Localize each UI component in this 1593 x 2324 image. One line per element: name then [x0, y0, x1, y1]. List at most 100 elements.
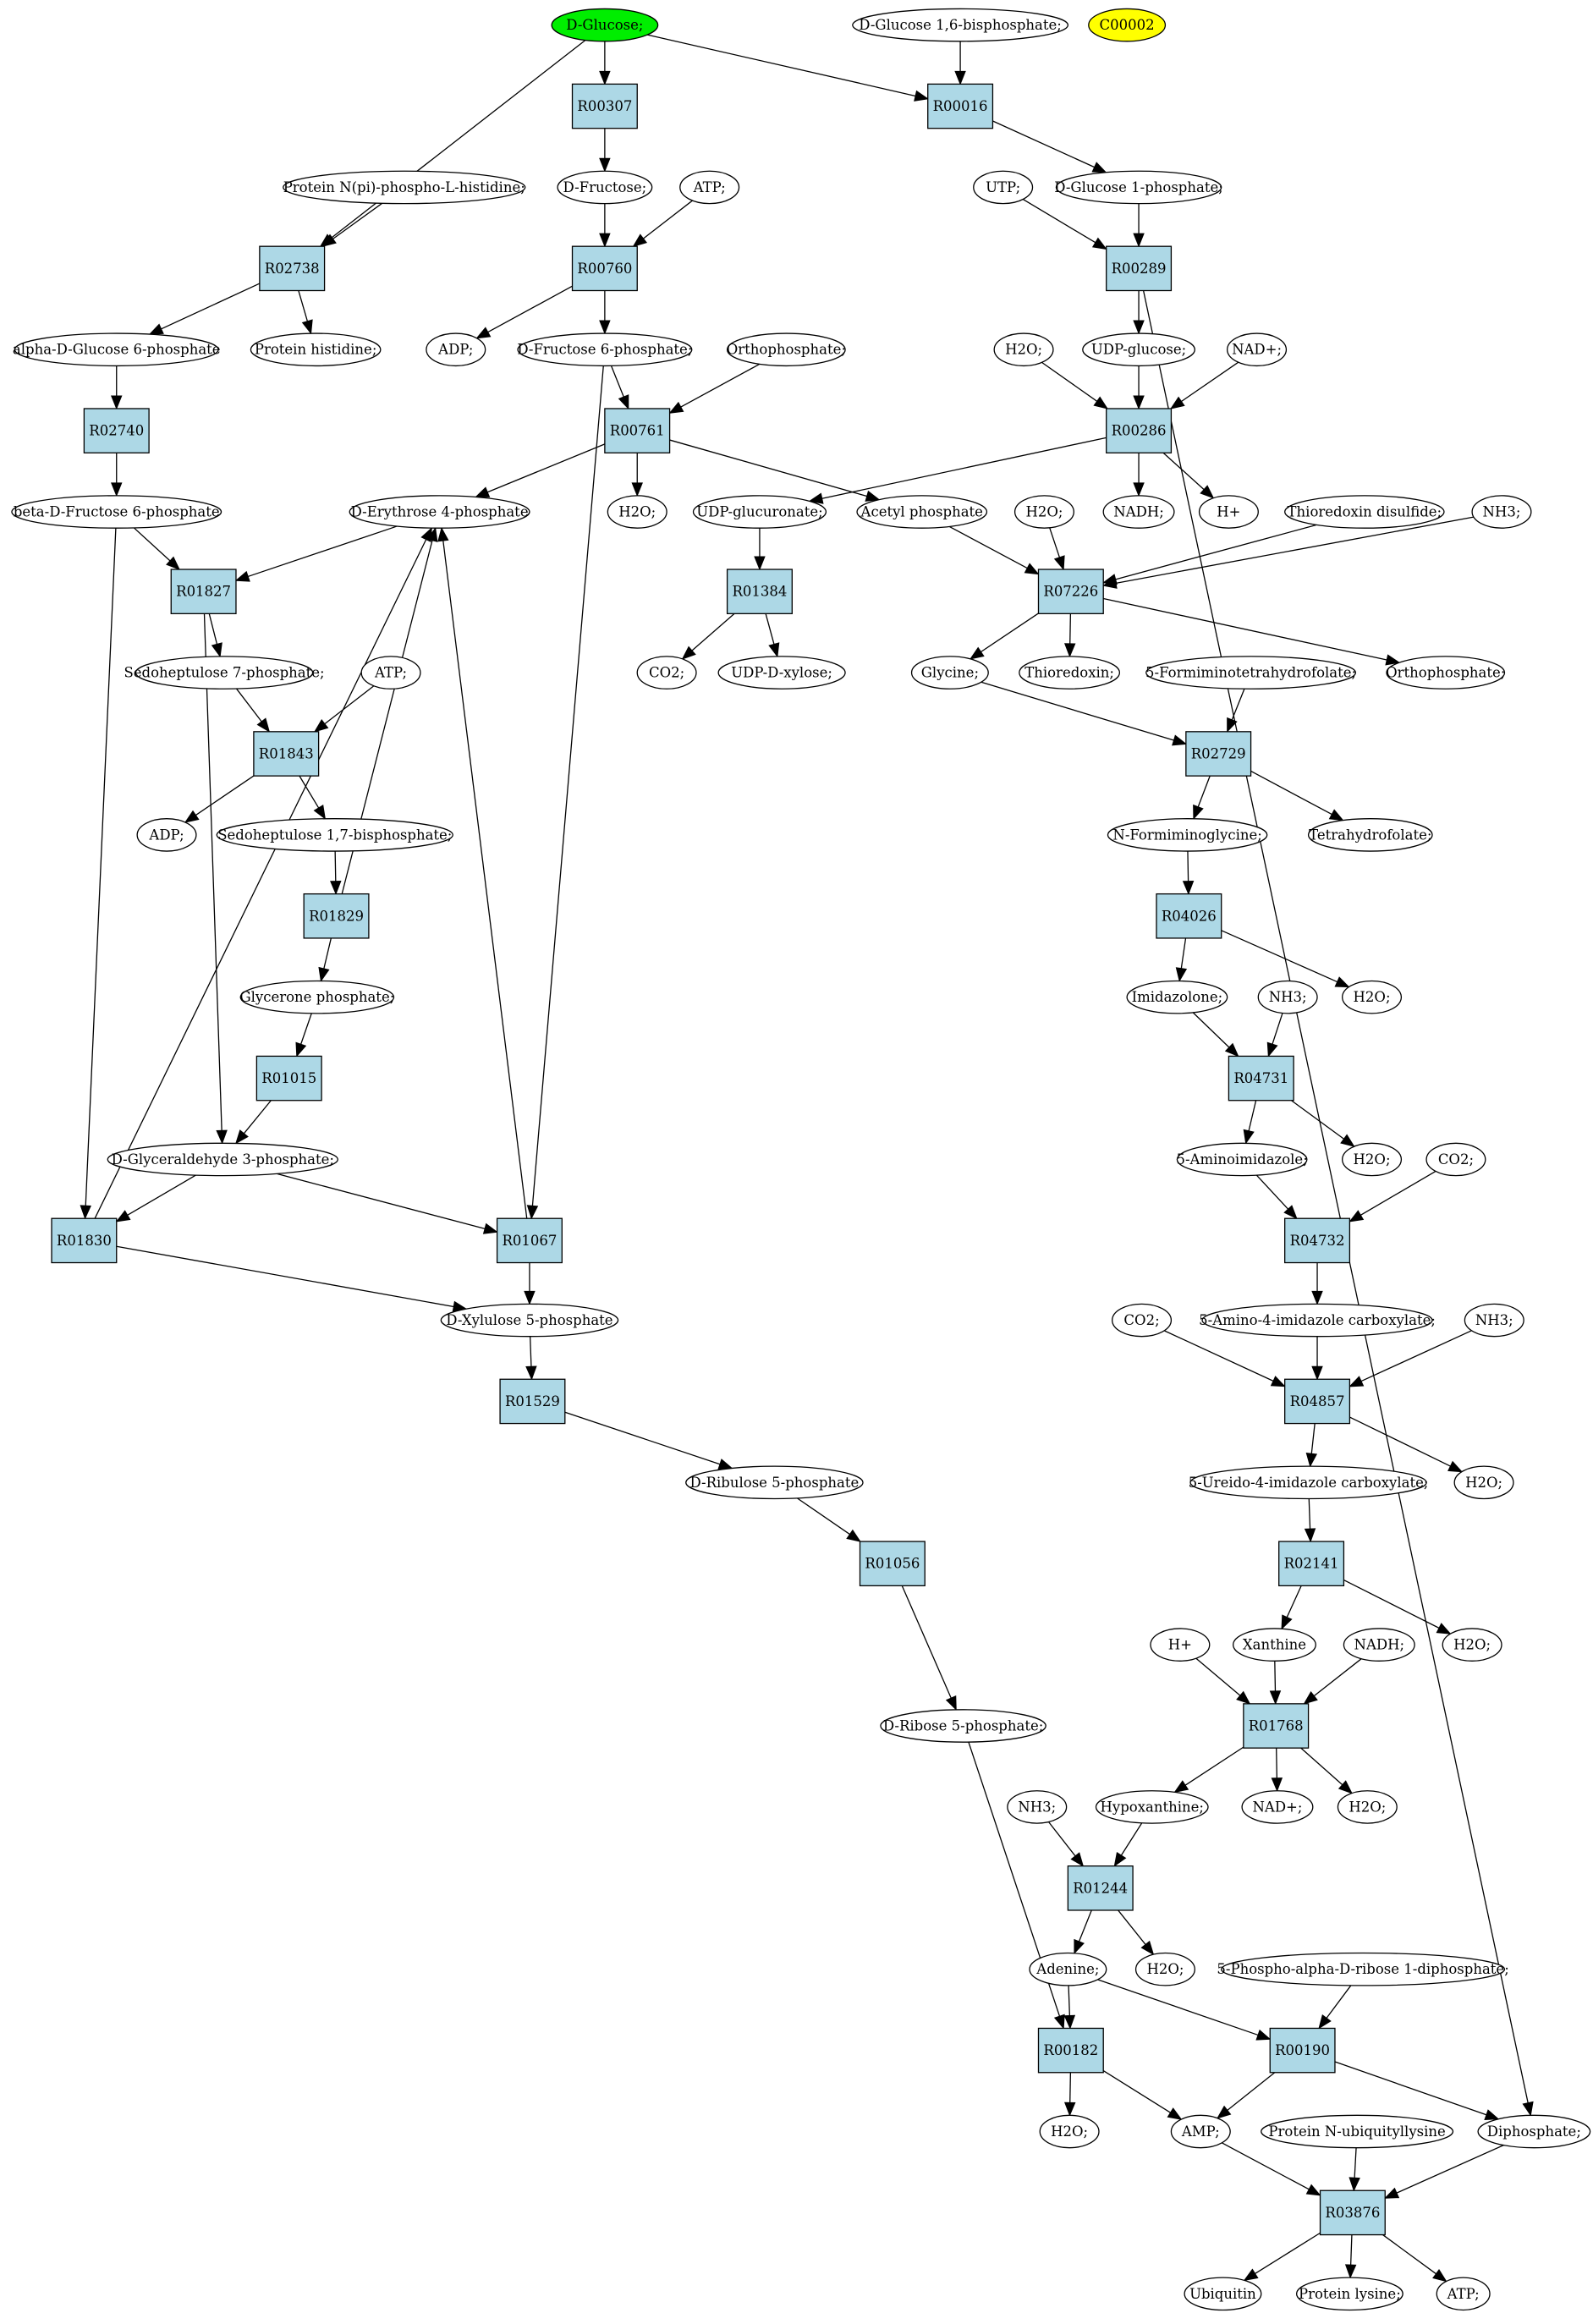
compound-node-r5p[interactable]: D-Ribose 5-phosphate; — [880, 1709, 1046, 1743]
compound-node-pi1[interactable]: Orthophosphate; — [727, 332, 846, 367]
compound-node-nadh2[interactable]: NADH; — [1343, 1628, 1415, 1662]
compound-node-h2o-f[interactable]: H2O; — [1453, 1465, 1514, 1500]
compound-node-c00002[interactable]: C00002 — [1088, 8, 1167, 42]
compound-node-s7p[interactable]: Sedoheptulose 7-phosphate; — [124, 656, 325, 690]
compound-node-atp1[interactable]: ATP; — [679, 170, 740, 205]
compound-node-nadh1[interactable]: NADH; — [1102, 495, 1175, 529]
reaction-node-r00190[interactable]: R00190 — [1269, 2027, 1336, 2074]
compound-node-co2-c[interactable]: CO2; — [1112, 1303, 1173, 1338]
compound-node-h2o-a[interactable]: H2O; — [993, 332, 1054, 367]
compound-node-aica[interactable]: 5-Amino-4-imidazole carboxylate; — [1199, 1303, 1436, 1338]
compound-node-co2-a[interactable]: CO2; — [636, 656, 697, 690]
compound-node-imz[interactable]: Imidazolone; — [1126, 980, 1228, 1014]
compound-node-prpp[interactable]: 5-Phospho-alpha-D-ribose 1-diphosphate; — [1217, 1952, 1509, 1986]
compound-node-glc16bp[interactable]: D-Glucose 1,6-bisphosphate; — [852, 8, 1069, 42]
compound-node-uica[interactable]: 5-Ureido-4-imidazole carboxylate; — [1189, 1465, 1429, 1500]
compound-node-glc1p[interactable]: D-Glucose 1-phosphate; — [1054, 170, 1223, 205]
reaction-node-r01015[interactable]: R01015 — [255, 1055, 322, 1102]
compound-node-nh3-d[interactable]: NH3; — [1007, 1790, 1068, 1824]
compound-node-hp1[interactable]: H+ — [1198, 495, 1259, 529]
compound-node-h2o-e[interactable]: H2O; — [1342, 1142, 1403, 1177]
compound-node-amp[interactable]: AMP; — [1170, 2114, 1231, 2149]
compound-node-ub[interactable]: Ubiquitin — [1184, 2277, 1262, 2311]
compound-node-nh3-b[interactable]: NH3; — [1257, 980, 1318, 1014]
compound-node-ppi[interactable]: Diphosphate; — [1477, 2114, 1591, 2149]
compound-node-udpglca[interactable]: UDP-glucuronate; — [692, 495, 827, 529]
reaction-node-r00307[interactable]: R00307 — [571, 83, 638, 129]
compound-node-h2o-d[interactable]: H2O; — [1342, 980, 1403, 1014]
compound-node-fthf[interactable]: 5-Formiminotetrahydrofolate; — [1145, 656, 1356, 690]
compound-node-nh3-c[interactable]: NH3; — [1464, 1303, 1524, 1338]
reaction-node-r01829[interactable]: R01829 — [303, 893, 370, 939]
reaction-node-r02141[interactable]: R02141 — [1278, 1541, 1345, 1587]
reaction-node-r02738[interactable]: R02738 — [259, 245, 326, 292]
reaction-node-r04731[interactable]: R04731 — [1228, 1055, 1294, 1102]
compound-node-d-glucose[interactable]: D-Glucose; — [551, 8, 659, 42]
compound-node-acp[interactable]: Acetyl phosphate — [856, 495, 988, 529]
compound-node-prothis[interactable]: Protein histidine; — [250, 332, 382, 367]
compound-node-figly[interactable]: N-Formiminoglycine; — [1107, 818, 1268, 852]
compound-node-atp2[interactable]: ATP; — [360, 656, 421, 690]
compound-node-xan[interactable]: Xanthine — [1232, 1628, 1316, 1662]
compound-node-h2o-j[interactable]: H2O; — [1039, 2114, 1100, 2149]
reaction-node-r02729[interactable]: R02729 — [1185, 731, 1252, 777]
compound-node-h2o-c[interactable]: H2O; — [1013, 495, 1074, 529]
compound-node-ade[interactable]: Adenine; — [1029, 1952, 1107, 1986]
compound-node-trxss[interactable]: Thioredoxin disulfide; — [1284, 495, 1445, 529]
compound-node-thf[interactable]: Tetrahydrofolate; — [1307, 818, 1433, 852]
compound-node-h2o-b[interactable]: H2O; — [607, 495, 667, 529]
compound-node-trx[interactable]: Thioredoxin; — [1019, 656, 1121, 690]
compound-node-prothisp[interactable]: Protein N(pi)-phospho-L-histidine; — [283, 170, 526, 205]
reaction-node-r04732[interactable]: R04732 — [1284, 1217, 1351, 1264]
compound-node-hyp[interactable]: Hypoxanthine; — [1095, 1790, 1209, 1824]
compound-node-aglc6p[interactable]: alpha-D-Glucose 6-phosphate — [13, 332, 221, 367]
reaction-node-r01830[interactable]: R01830 — [51, 1217, 118, 1264]
reaction-node-r01244[interactable]: R01244 — [1067, 1865, 1134, 1911]
compound-node-h2o-h[interactable]: H2O; — [1337, 1790, 1398, 1824]
reaction-node-r01384[interactable]: R01384 — [726, 569, 793, 614]
compound-node-nh3-a[interactable]: NH3; — [1471, 495, 1532, 529]
compound-node-ru5p[interactable]: D-Ribulose 5-phosphate — [685, 1465, 864, 1500]
reaction-node-r00289[interactable]: R00289 — [1106, 245, 1173, 292]
reaction-node-r01768[interactable]: R01768 — [1243, 1703, 1310, 1749]
compound-node-dhap[interactable]: Glycerone phosphate; — [239, 980, 394, 1014]
reaction-node-r01529[interactable]: R01529 — [499, 1378, 566, 1425]
compound-node-s17bp[interactable]: Sedoheptulose 1,7-bisphosphate; — [216, 818, 453, 852]
compound-node-hp2[interactable]: H+ — [1150, 1628, 1211, 1662]
compound-node-gly[interactable]: Glycine; — [910, 656, 989, 690]
compound-node-aim[interactable]: 5-Aminoimidazole; — [1176, 1142, 1308, 1177]
compound-node-nadp2[interactable]: NAD+; — [1241, 1790, 1314, 1824]
compound-node-fru6p[interactable]: D-Fructose 6-phosphate; — [517, 332, 693, 367]
compound-node-h2o-i[interactable]: H2O; — [1134, 1952, 1195, 1986]
reaction-node-r00761[interactable]: R00761 — [604, 408, 671, 453]
compound-node-protlys[interactable]: Protein lysine; — [1295, 2277, 1403, 2311]
compound-node-co2-b[interactable]: CO2; — [1425, 1142, 1486, 1177]
reaction-node-r01827[interactable]: R01827 — [170, 569, 237, 614]
reaction-node-r02740[interactable]: R02740 — [83, 408, 150, 453]
reaction-node-r00016[interactable]: R00016 — [927, 83, 994, 129]
reaction-node-r00286[interactable]: R00286 — [1106, 408, 1173, 453]
compound-node-udpglc[interactable]: UDP-glucose; — [1082, 332, 1195, 367]
compound-node-adp1[interactable]: ADP; — [426, 332, 486, 367]
compound-node-nadp1[interactable]: NAD+; — [1227, 332, 1288, 367]
reaction-node-r00760[interactable]: R00760 — [571, 245, 638, 292]
compound-node-udpxyl[interactable]: UDP-D-xylose; — [717, 656, 846, 690]
reaction-node-r01056[interactable]: R01056 — [859, 1541, 926, 1587]
reaction-node-r04026[interactable]: R04026 — [1156, 893, 1222, 939]
compound-node-pi2[interactable]: Orthophosphate; — [1386, 656, 1505, 690]
reaction-node-r07226[interactable]: R07226 — [1037, 569, 1104, 614]
compound-node-h2o-g[interactable]: H2O; — [1442, 1628, 1502, 1662]
compound-node-utp[interactable]: UTP; — [973, 170, 1034, 205]
compound-node-atp3[interactable]: ATP; — [1436, 2277, 1491, 2311]
compound-node-gap[interactable]: D-Glyceraldehyde 3-phosphate; — [107, 1142, 338, 1177]
compound-node-fru[interactable]: D-Fructose; — [557, 170, 653, 205]
reaction-node-r01843[interactable]: R01843 — [253, 731, 320, 777]
reaction-node-r04857[interactable]: R04857 — [1284, 1378, 1351, 1425]
reaction-node-r03876[interactable]: R03876 — [1319, 2189, 1386, 2236]
compound-node-protublys[interactable]: Protein N-ubiquityllysine — [1261, 2114, 1454, 2149]
compound-node-adp2[interactable]: ADP; — [136, 818, 197, 852]
compound-node-bfru6p[interactable]: beta-D-Fructose 6-phosphate — [11, 495, 222, 529]
reaction-node-r01067[interactable]: R01067 — [496, 1217, 563, 1264]
reaction-node-r00182[interactable]: R00182 — [1037, 2027, 1104, 2074]
compound-node-e4p[interactable]: D-Erythrose 4-phosphate — [349, 495, 530, 529]
